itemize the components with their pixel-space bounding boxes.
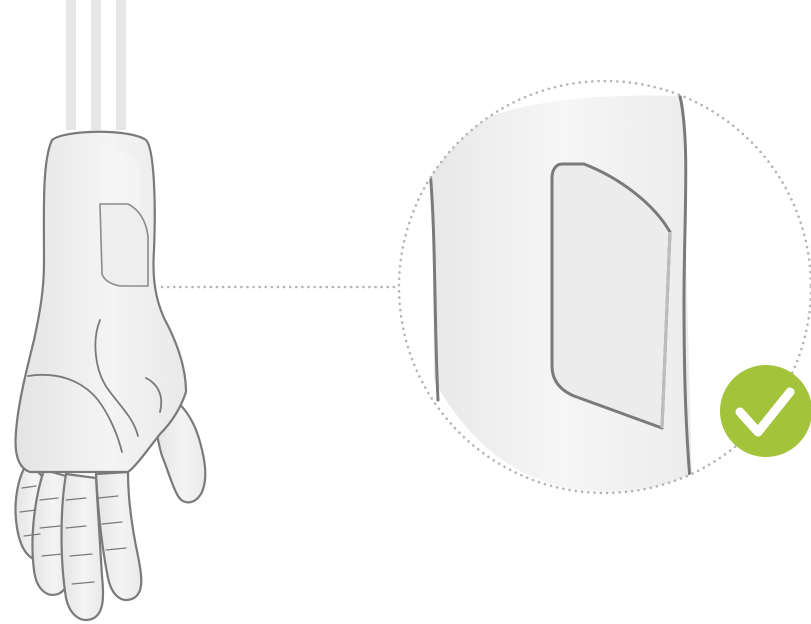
motion-line: [116, 0, 126, 130]
motion-line: [91, 0, 101, 130]
patch-icon: [100, 204, 148, 286]
motion-line: [66, 0, 76, 130]
checkmark-icon: [720, 365, 811, 457]
motion-lines: [66, 0, 126, 130]
hand-icon: [16, 132, 206, 620]
check-badge: [720, 365, 811, 457]
